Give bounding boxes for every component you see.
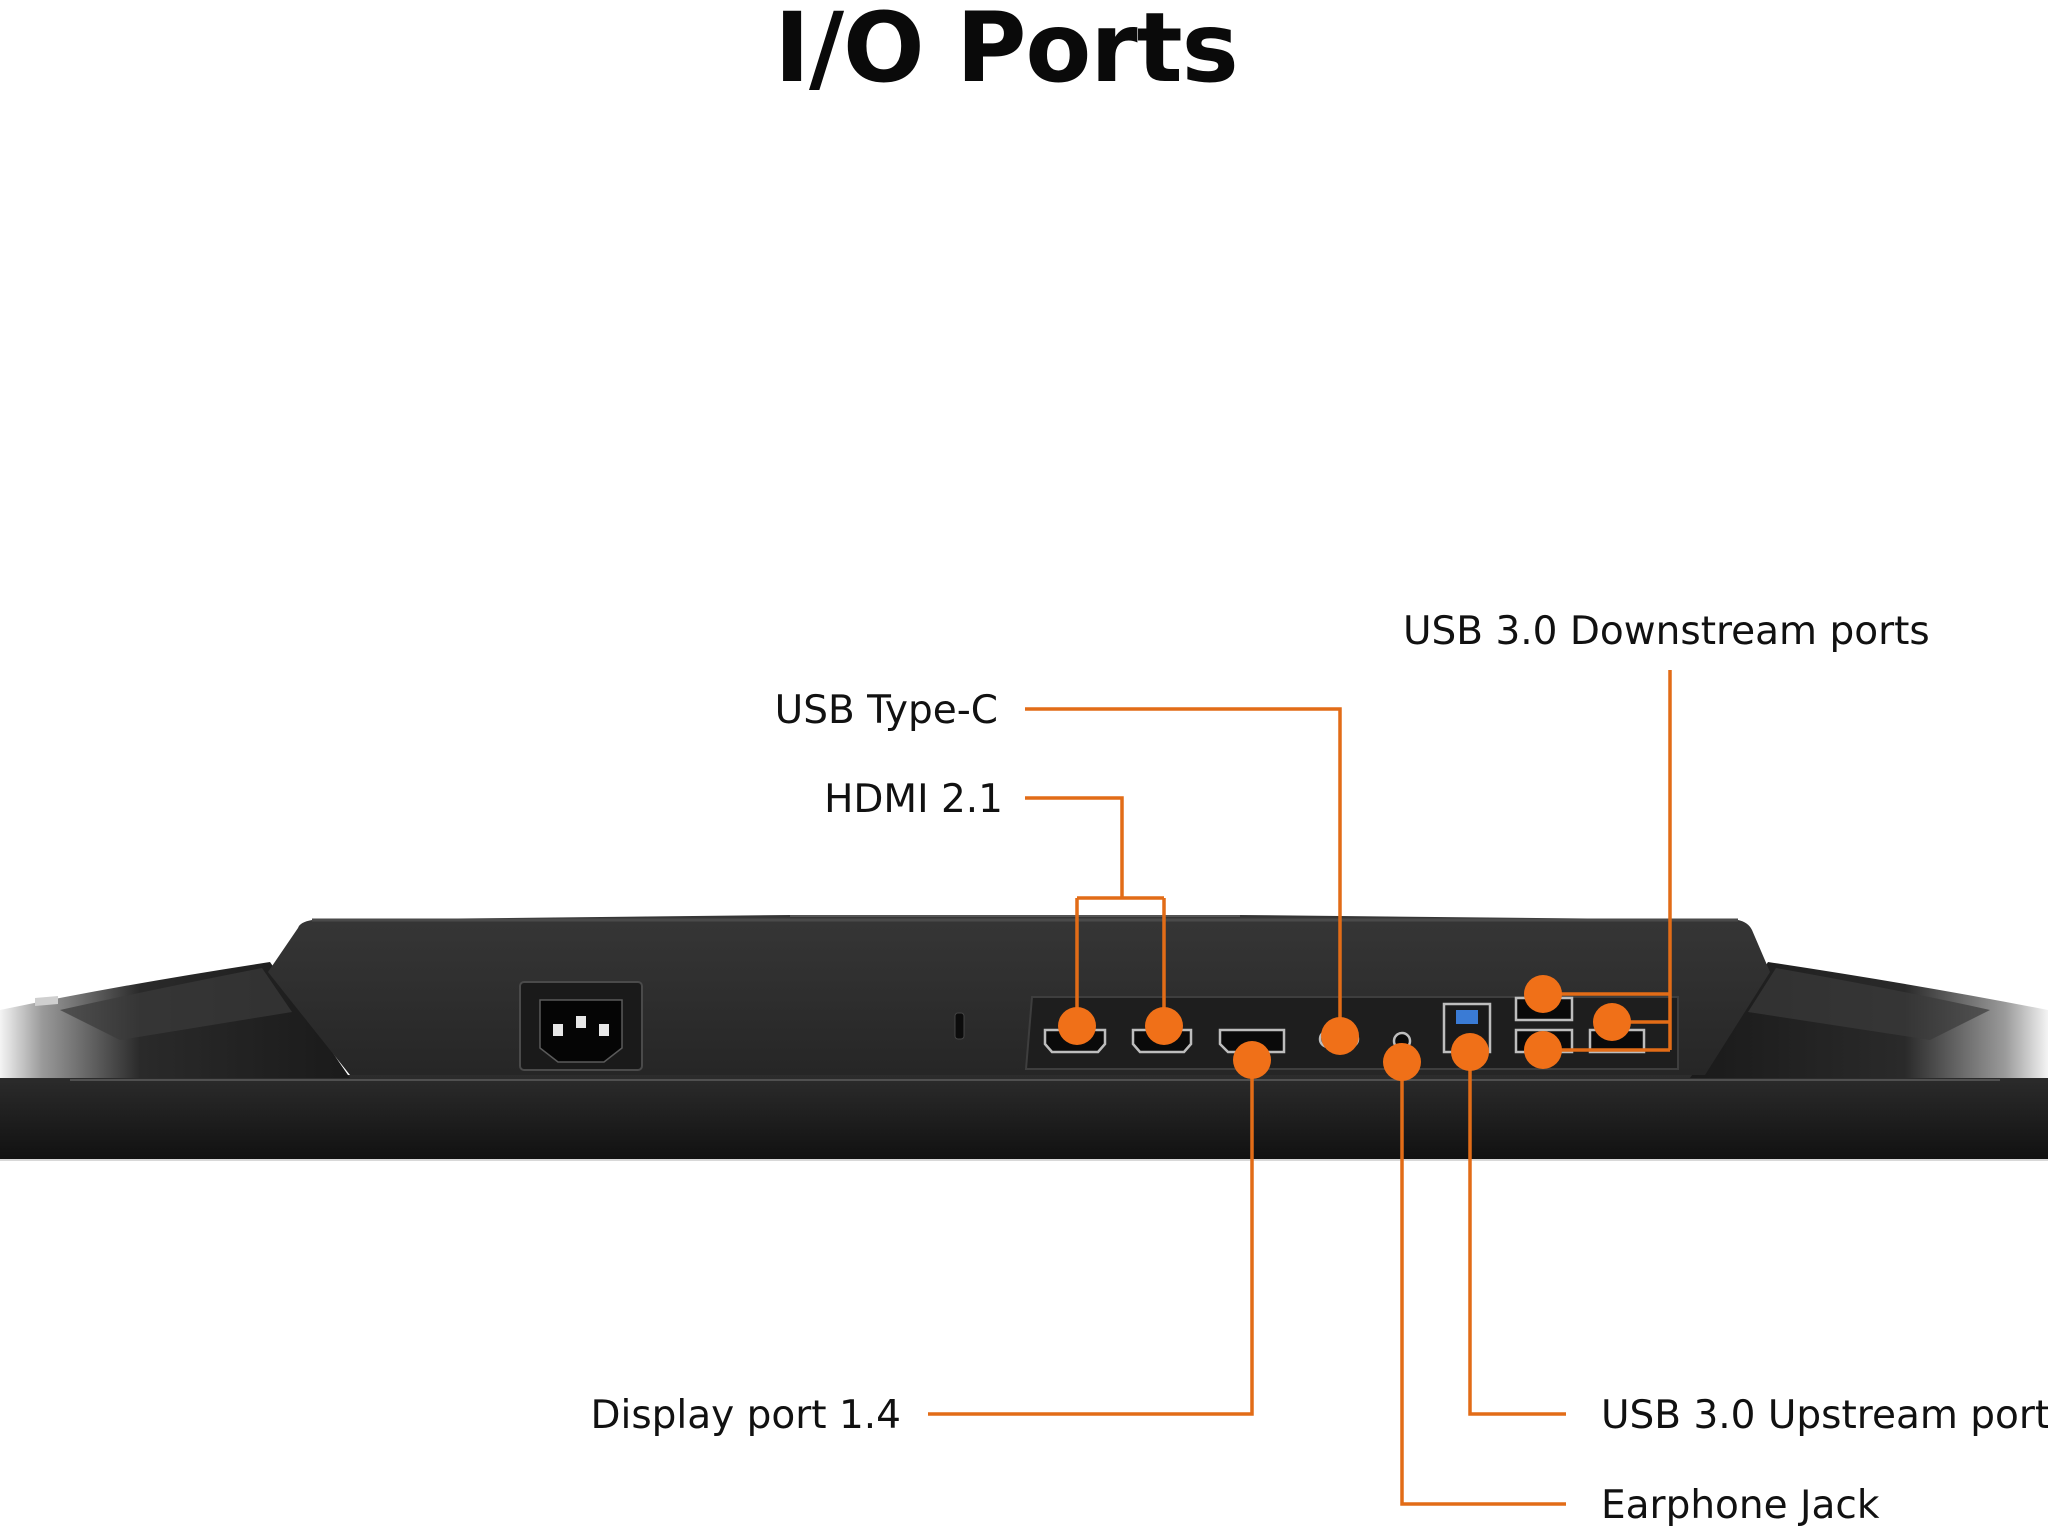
marker-usb-upstream <box>1451 1033 1489 1071</box>
leader-usb-type-c <box>1025 707 1342 1036</box>
front-rim <box>0 1075 2048 1160</box>
monitor-bottom-bezel <box>0 915 2048 1161</box>
label-usb-upstream: USB 3.0 Upstream port <box>1601 1393 2048 1438</box>
ac-power-inlet <box>519 981 643 1071</box>
label-hdmi: HDMI 2.1 <box>824 777 1003 822</box>
marker-usb-downstream-3 <box>1593 1003 1631 1041</box>
leader-hdmi <box>1025 796 1166 1026</box>
kensington-lock-slot <box>954 1012 965 1040</box>
label-earphone-jack: Earphone Jack <box>1601 1483 1880 1528</box>
leader-display-port <box>928 1060 1254 1416</box>
marker-earphone-jack <box>1383 1043 1421 1081</box>
marker-display-port <box>1233 1041 1271 1079</box>
port-markers <box>1058 975 1631 1081</box>
callout-labels: USB 3.0 Downstream ports USB Type-C HDMI… <box>590 609 2048 1528</box>
label-usb-type-c: USB Type-C <box>775 688 998 733</box>
marker-usb-type-c <box>1321 1017 1359 1055</box>
leader-usb-downstream <box>1543 670 1672 1052</box>
marker-hdmi-1 <box>1058 1007 1096 1045</box>
marker-hdmi-2 <box>1145 1007 1183 1045</box>
leader-usb-upstream <box>1468 1052 1566 1416</box>
marker-usb-downstream-1 <box>1524 975 1562 1013</box>
page-title: I/O Ports <box>774 0 1239 104</box>
leader-lines <box>928 670 1672 1506</box>
label-usb-downstream: USB 3.0 Downstream ports <box>1403 609 1930 654</box>
marker-usb-downstream-2 <box>1524 1031 1562 1069</box>
leader-earphone <box>1400 1062 1566 1506</box>
label-display-port: Display port 1.4 <box>590 1393 901 1438</box>
